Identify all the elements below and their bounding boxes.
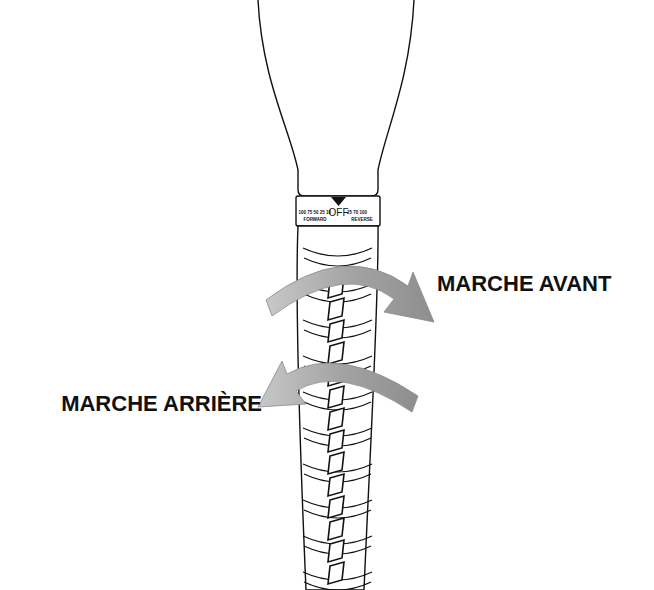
ridge xyxy=(304,258,371,266)
logo-glyph xyxy=(328,298,344,320)
direction-label: FORWARD xyxy=(303,218,326,223)
logo-glyph xyxy=(328,408,344,430)
ridge xyxy=(304,582,371,590)
logo-glyph xyxy=(328,386,344,408)
logo-glyph xyxy=(328,518,344,540)
position-marker xyxy=(331,197,346,206)
logo-glyph xyxy=(328,474,344,496)
grip-logo xyxy=(328,276,344,584)
throttle-ring xyxy=(296,196,380,226)
handle-body xyxy=(258,0,414,196)
logo-glyph xyxy=(328,320,344,342)
speed-scale: 25 70 100 xyxy=(347,211,367,216)
logo-glyph xyxy=(328,342,344,364)
callout-label: MARCHE ARRIÈRE xyxy=(61,393,262,415)
off-mark: OFF xyxy=(329,208,349,218)
grip-ridges xyxy=(303,248,372,590)
speed-scale: 100 75 50 25 10 xyxy=(298,211,331,216)
logo-glyph xyxy=(328,430,344,452)
logo-glyph xyxy=(328,496,344,518)
forward-arrow xyxy=(266,266,434,322)
reverse-arrow xyxy=(258,361,418,412)
logo-glyph xyxy=(328,452,344,474)
direction-label: REVERSE xyxy=(351,218,373,223)
ridge xyxy=(303,248,372,256)
callout-label: MARCHE AVANT xyxy=(437,273,611,295)
logo-glyph xyxy=(328,540,344,562)
logo-glyph xyxy=(328,562,344,584)
